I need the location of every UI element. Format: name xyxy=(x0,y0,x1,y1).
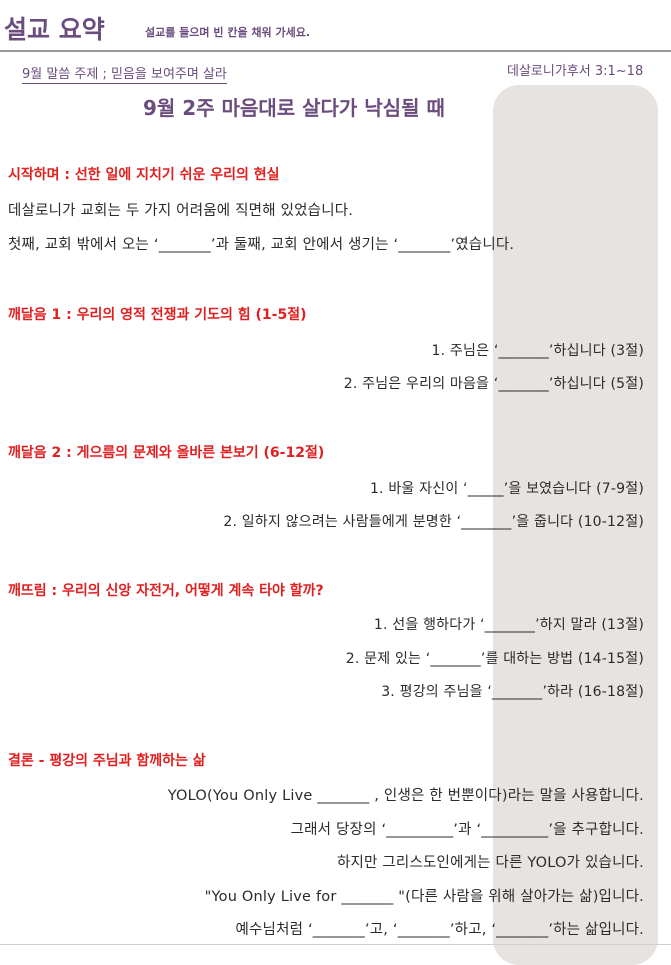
section1-item: 2. 주님은 우리의 마음을 ‘_______’하십니다 (5절) xyxy=(343,376,644,392)
conclusion-heading: 결론 - 평강의 주님과 함께하는 삶 xyxy=(8,753,206,769)
section3-item: 3. 평강의 주님을 ‘_______’하라 (16-18절) xyxy=(381,684,644,700)
conclusion-line: YOLO(You Only Live _______ , 인생은 한 번뿐이다)… xyxy=(167,788,644,804)
intro-line: 데살로니가 교회는 두 가지 어려움에 직면해 있었습니다. xyxy=(8,203,354,219)
scripture-reference: 데살로니가후서 3:1~18 xyxy=(507,64,644,79)
conclusion-line: "You Only Live for _______ "(다른 사람을 위해 살… xyxy=(204,889,644,905)
page-title: 설교 요약 xyxy=(4,15,105,44)
sidebar-note-panel xyxy=(493,85,658,965)
section3-item: 2. 문제 있는 ‘_______’를 대하는 방법 (14-15절) xyxy=(345,651,644,667)
conclusion-line: 예수님처럼 ‘_______’고, ‘_______’하고, ‘_______’… xyxy=(235,922,644,938)
sermon-title: 9월 2주 마음대로 살다가 낙심될 때 xyxy=(143,96,445,120)
section2-heading: 깨달음 2 : 게으름의 문제와 올바른 본보기 (6-12절) xyxy=(8,445,325,461)
intro-line: 첫째, 교회 밖에서 오는 ‘_______’과 둘째, 교회 안에서 생기는 … xyxy=(8,237,515,253)
monthly-theme: 9월 말씀 주제 ; 믿음을 보여주며 살라 xyxy=(22,63,227,84)
bottom-divider xyxy=(0,944,671,945)
section1-item: 1. 주님은 ‘_______’하십니다 (3절) xyxy=(431,343,644,359)
intro-heading: 시작하며 : 선한 일에 지치기 쉬운 우리의 현실 xyxy=(8,167,280,183)
conclusion-line: 하지만 그리스도인에게는 다른 YOLO가 있습니다. xyxy=(336,855,644,871)
section3-item: 1. 선을 행하다가 ‘_______’하지 말라 (13절) xyxy=(373,617,644,633)
section3-heading: 깨뜨림 : 우리의 신앙 자전거, 어떻게 계속 타야 할까? xyxy=(8,583,324,599)
instruction-text: 설교를 들으며 빈 칸을 채워 가세요. xyxy=(145,26,311,39)
section2-item: 2. 일하지 않으려는 사람들에게 분명한 ‘_______’을 줍니다 (10… xyxy=(223,514,644,530)
conclusion-line: 그래서 당장의 ‘_________’과 ‘_________’을 추구합니다. xyxy=(290,822,644,838)
section2-item: 1. 바울 자신이 ‘_____’을 보였습니다 (7-9절) xyxy=(369,481,644,497)
section1-heading: 깨달음 1 : 우리의 영적 전쟁과 기도의 힘 (1-5절) xyxy=(8,307,307,323)
header-divider xyxy=(0,50,671,52)
